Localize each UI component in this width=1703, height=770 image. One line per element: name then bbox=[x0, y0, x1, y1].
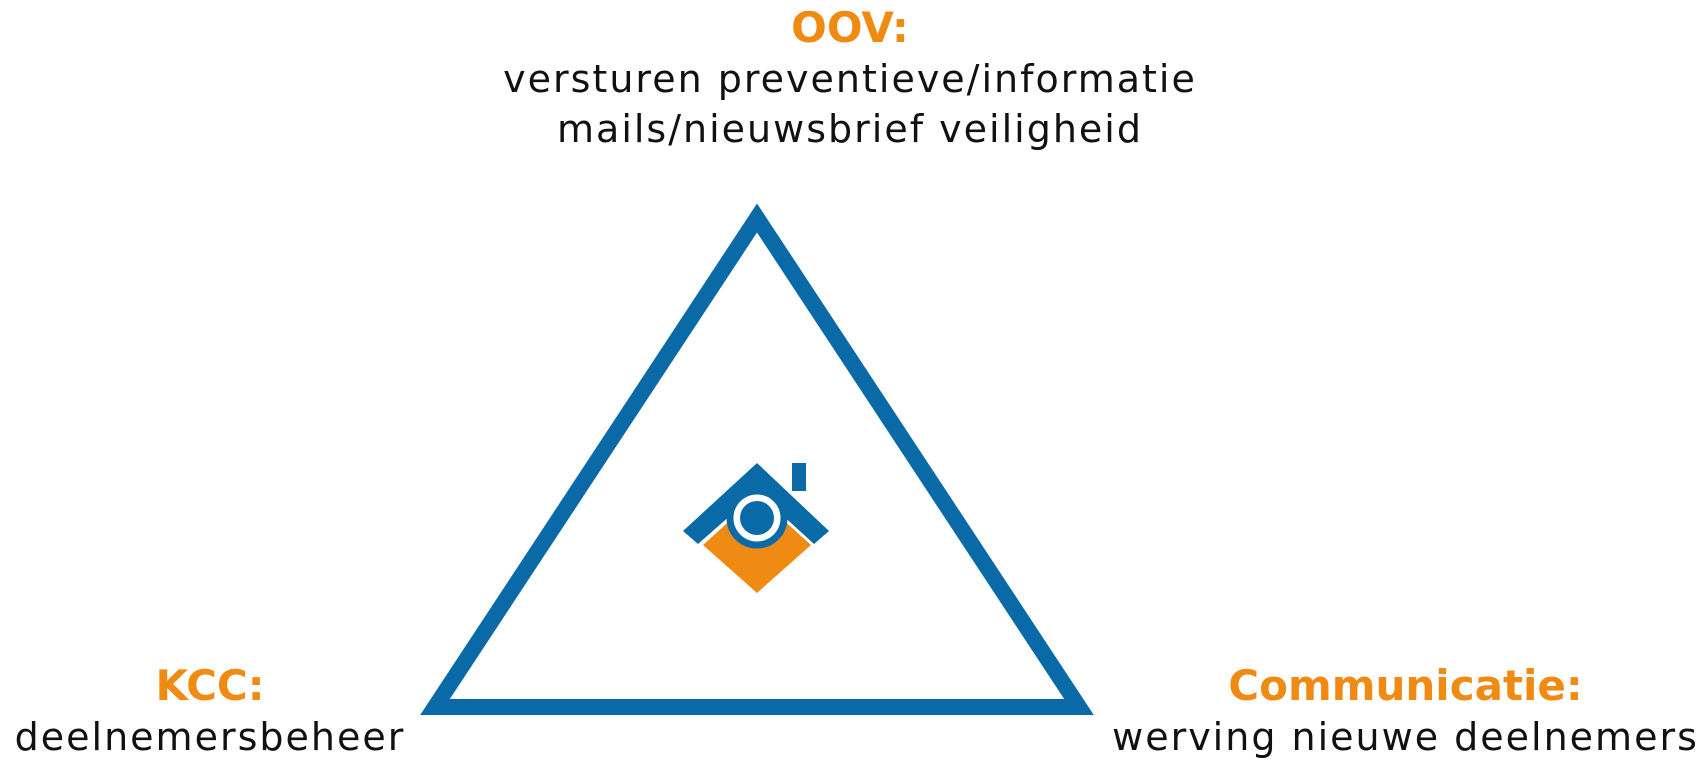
node-oov-title: OOV: bbox=[791, 3, 909, 52]
logo-chimney bbox=[792, 463, 806, 491]
triangle-outline bbox=[420, 203, 1094, 715]
logo-roof bbox=[683, 463, 829, 544]
logo-magnifier-lens bbox=[740, 501, 774, 535]
node-kcc-title: KCC: bbox=[155, 661, 265, 710]
node-communicatie: Communicatie: werving nieuwe deelnemers bbox=[1108, 660, 1703, 762]
node-oov-line2: mails/nieuwsbrief veiligheid bbox=[557, 107, 1143, 151]
node-communicatie-line1: werving nieuwe deelnemers bbox=[1112, 715, 1699, 759]
node-oov: OOV: versturen preventieve/informatie ma… bbox=[350, 2, 1350, 154]
house-magnifier-logo-icon bbox=[683, 463, 829, 593]
node-oov-line1: versturen preventieve/informatie bbox=[503, 57, 1197, 101]
node-kcc-line1: deelnemersbeheer bbox=[14, 715, 406, 759]
node-communicatie-title: Communicatie: bbox=[1228, 661, 1583, 710]
node-kcc: KCC: deelnemersbeheer bbox=[0, 660, 420, 762]
